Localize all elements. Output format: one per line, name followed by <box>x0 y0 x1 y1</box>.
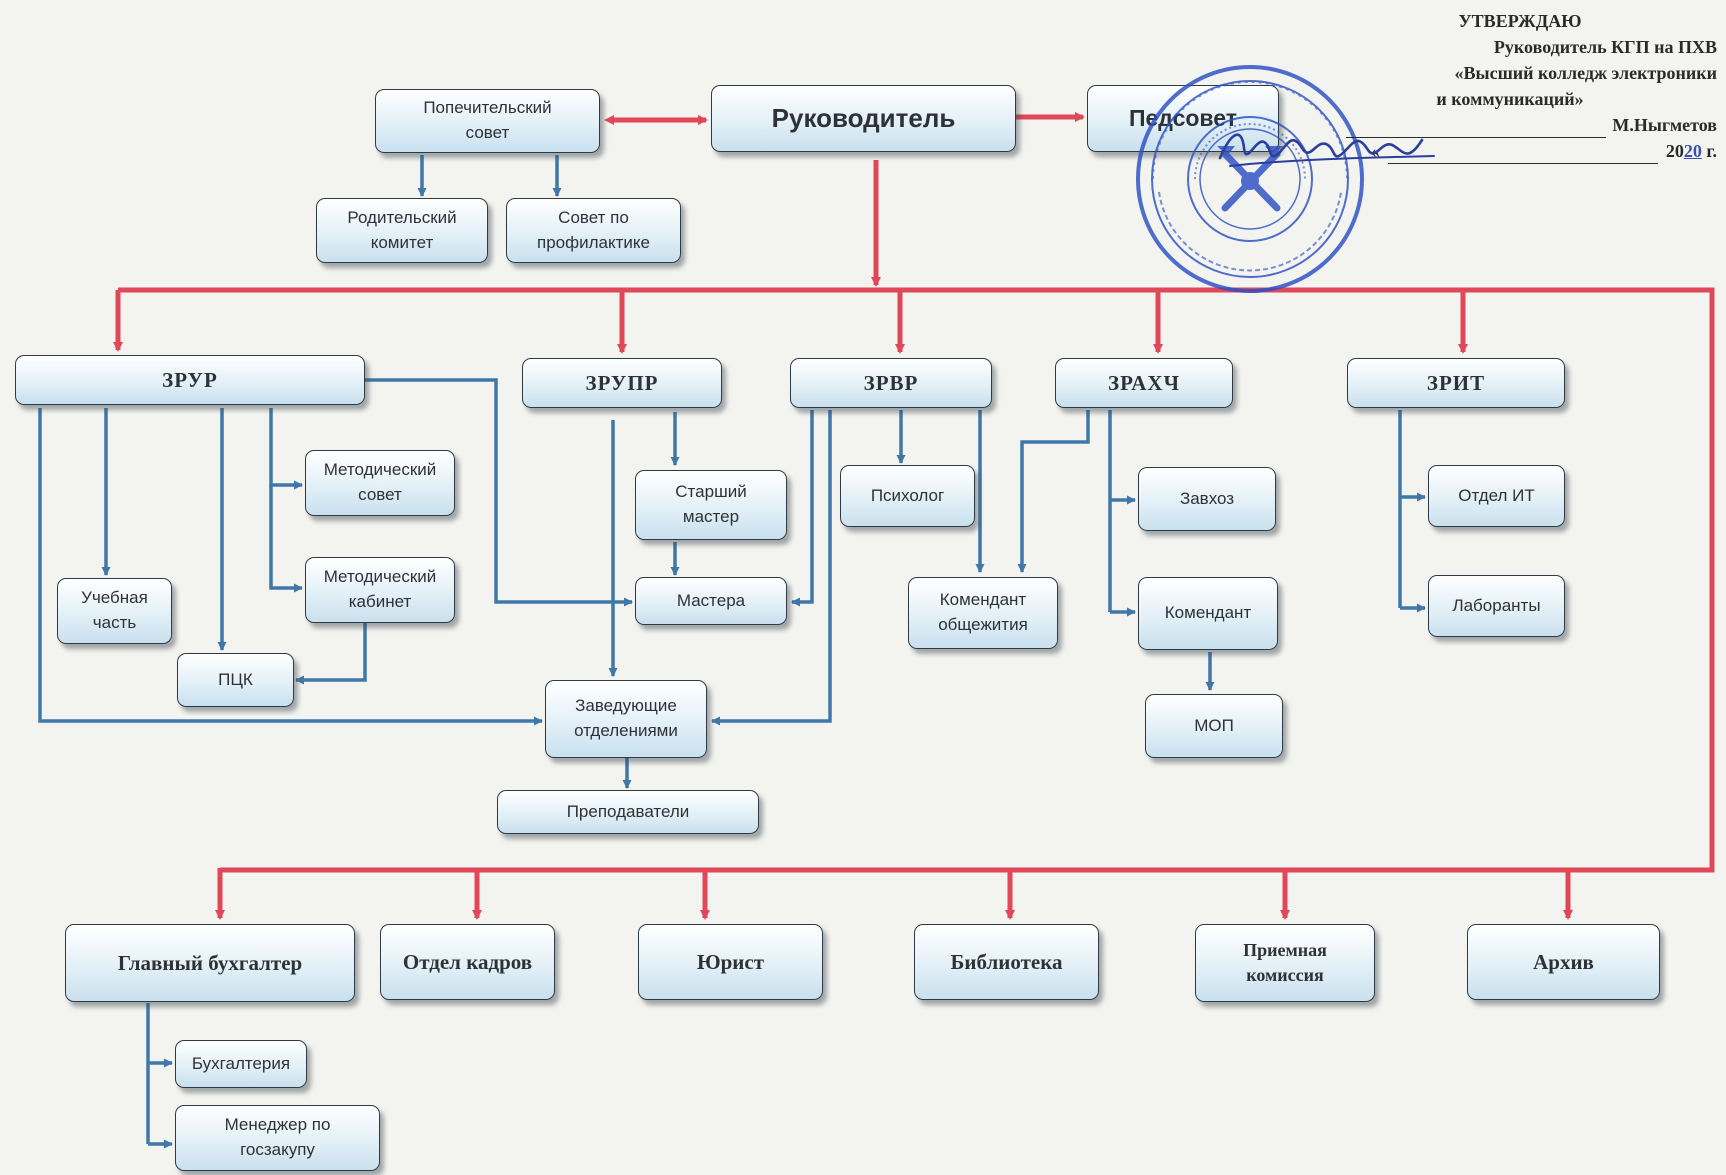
year-unit: г. <box>1706 141 1717 161</box>
deputy-zrupr-box: ЗРУПР <box>522 358 722 408</box>
academic-part-box: Учебная часть <box>57 578 172 644</box>
deputy-zrur-label: ЗРУР <box>162 367 218 392</box>
supply-manager-label: Завхоз <box>1179 488 1235 508</box>
masters-label: Мастера <box>676 590 746 610</box>
teachers-label: Преподаватели <box>566 801 690 821</box>
lawyer-box: Юрист <box>638 924 823 1000</box>
approval-stamp-block: УТВЕРЖДАЮ Руководитель КГП на ПХВ «Высши… <box>1255 8 1725 164</box>
hr-label: Отдел кадров <box>402 949 533 974</box>
date-blank <box>1387 163 1658 164</box>
hr-box: Отдел кадров <box>380 924 555 1000</box>
bookkeeping-label: Бухгалтерия <box>191 1053 291 1073</box>
library-box: Библиотека <box>914 924 1099 1000</box>
ped-council-label: Педсовет <box>1128 104 1238 131</box>
prevention-council-label: Совет по профилактике <box>537 207 650 252</box>
prevention-council-box: Совет по профилактике <box>506 198 681 263</box>
lab-assistants-label: Лаборанты <box>1452 595 1541 615</box>
dorm-commandant-label: Комендант общежития <box>938 590 1028 634</box>
mop-label: МОП <box>1194 715 1234 735</box>
heads-departments-box: Заведующие отделениями <box>545 680 707 758</box>
admission-box: Приемная комиссия <box>1195 924 1375 1002</box>
dorm-commandant-box: Комендант общежития <box>908 577 1058 649</box>
date-year: 2020 <box>1666 141 1702 161</box>
method-office-label: Методический кабинет <box>323 567 437 611</box>
deputy-zrahch-box: ЗРАХЧ <box>1055 358 1233 408</box>
approval-title: УТВЕРЖДАЮ <box>1458 11 1582 31</box>
primary-links <box>113 112 1715 920</box>
date-quote: « <box>1370 141 1380 161</box>
main-bus <box>118 287 1715 873</box>
supply-manager-box: Завхоз <box>1138 467 1276 531</box>
mop-box: МОП <box>1145 694 1283 758</box>
library-label: Библиотека <box>950 949 1063 974</box>
ped-council-box: Педсовет <box>1087 85 1279 152</box>
heads-departments-label: Заведующие отделениями <box>574 696 678 740</box>
date-row: « 2020 г. <box>1255 138 1725 164</box>
year-prefix: 20 <box>1665 141 1684 161</box>
chief-accountant-box: Главный бухгалтер <box>65 924 355 1002</box>
commandant-box: Комендант <box>1138 577 1278 650</box>
parent-committee-box: Родительский комитет <box>316 198 488 263</box>
it-department-box: Отдел ИТ <box>1428 465 1565 527</box>
year-suffix: 20 <box>1683 141 1702 161</box>
lab-assistants-box: Лаборанты <box>1428 575 1565 637</box>
commandant-label: Комендант <box>1164 603 1252 623</box>
deputy-zrur-box: ЗРУР <box>15 355 365 405</box>
parent-committee-label: Родительский комитет <box>347 207 457 252</box>
deputy-zrvr-label: ЗРВР <box>863 370 919 395</box>
method-office-box: Методический кабинет <box>305 557 455 623</box>
head-label: Руководитель <box>771 102 956 133</box>
procurement-manager-box: Менеджер по госзакупу <box>175 1105 380 1171</box>
deputy-zrahch-label: ЗРАХЧ <box>1108 370 1180 395</box>
method-council-label: Методический совет <box>323 460 437 504</box>
signature-blank <box>1346 137 1607 138</box>
approval-line-college-end: и коммуникаций» <box>1436 89 1584 109</box>
deputy-zrvr-box: ЗРВР <box>790 358 992 408</box>
senior-master-box: Старший мастер <box>635 470 787 540</box>
admission-label: Приемная комиссия <box>1243 939 1327 985</box>
procurement-manager-label: Менеджер по госзакупу <box>224 1115 331 1159</box>
archive-label: Архив <box>1533 949 1594 974</box>
pck-label: ПЦК <box>218 669 253 689</box>
deputy-zrupr-label: ЗРУПР <box>585 370 659 395</box>
secondary-links <box>38 155 1426 1149</box>
academic-part-label: Учебная часть <box>81 588 148 632</box>
lawyer-label: Юрист <box>696 949 765 974</box>
chief-accountant-label: Главный бухгалтер <box>117 950 303 975</box>
trustee-board-box: Попечительский совет <box>375 89 600 153</box>
teachers-box: Преподаватели <box>497 790 759 834</box>
bookkeeping-box: Бухгалтерия <box>175 1040 307 1088</box>
it-department-label: Отдел ИТ <box>1458 485 1535 505</box>
signature-row: М.Ныгметов <box>1255 112 1725 138</box>
deputy-zrit-label: ЗРИТ <box>1426 370 1486 395</box>
deputy-zrit-box: ЗРИТ <box>1347 358 1565 408</box>
pck-box: ПЦК <box>177 653 294 707</box>
approval-line-college: «Высший колледж электроники <box>1454 63 1717 83</box>
approval-line-position: Руководитель КГП на ПХВ <box>1493 37 1717 57</box>
psychologist-box: Психолог <box>840 465 975 527</box>
method-council-box: Методический совет <box>305 450 455 516</box>
signer-name: М.Ныгметов <box>1612 115 1717 135</box>
head-box: Руководитель <box>711 85 1016 152</box>
masters-box: Мастера <box>635 577 787 625</box>
trustee-board-label: Попечительский совет <box>423 98 552 142</box>
psychologist-label: Психолог <box>870 485 945 505</box>
senior-master-label: Старший мастер <box>675 482 747 526</box>
archive-box: Архив <box>1467 924 1660 1000</box>
